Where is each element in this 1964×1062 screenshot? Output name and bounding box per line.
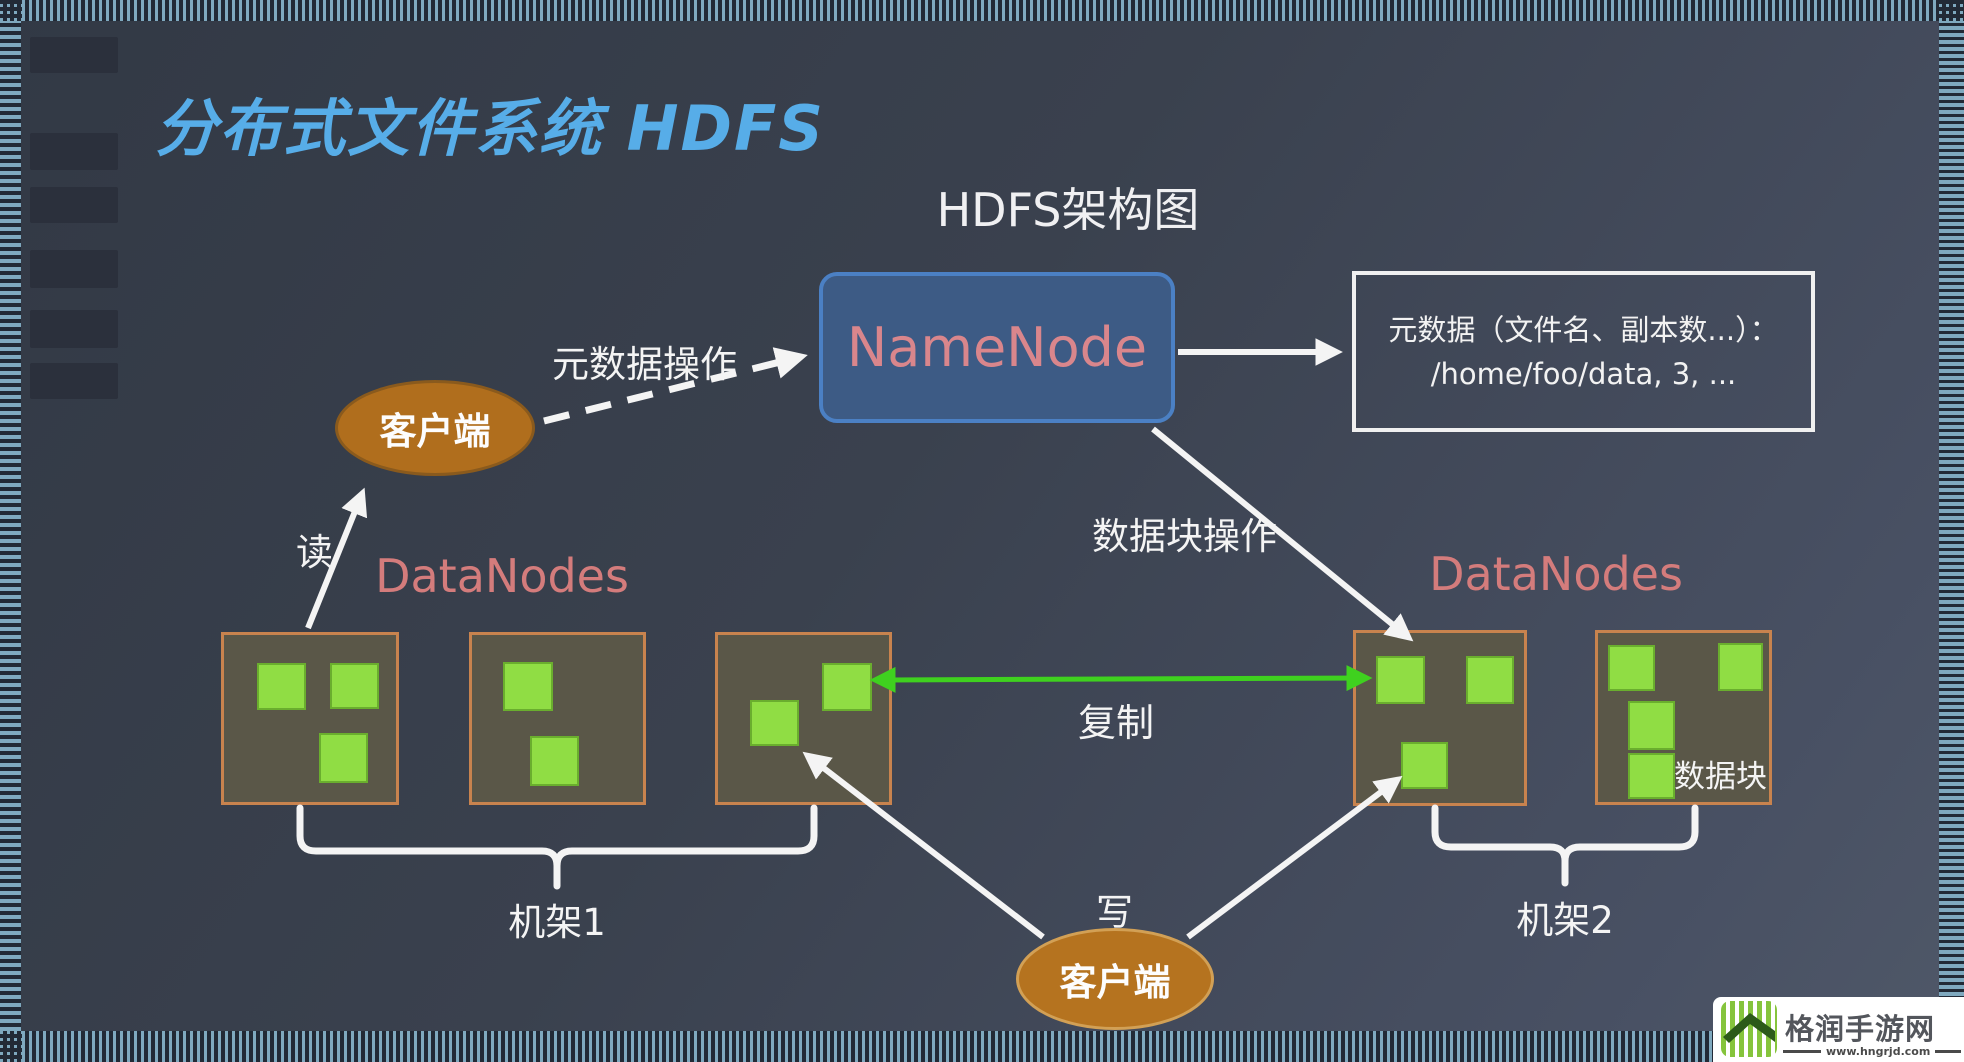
datanodes-label-left: DataNodes bbox=[375, 549, 629, 603]
metadata-ops-label: 元数据操作 bbox=[552, 343, 737, 386]
left-deco-rect bbox=[30, 310, 118, 348]
datanode-box-1 bbox=[221, 632, 399, 805]
namenode-label: NameNode bbox=[846, 316, 1148, 379]
client-bottom-label: 客户端 bbox=[1059, 961, 1171, 1004]
data-block bbox=[1608, 645, 1655, 691]
watermark-badge: 格润手游网 www.hngrjd.com bbox=[1713, 997, 1964, 1062]
datanode-box-2 bbox=[469, 632, 646, 805]
data-block bbox=[1466, 656, 1514, 704]
block-ops-label: 数据块操作 bbox=[1092, 515, 1277, 558]
datanodes-label-right: DataNodes bbox=[1429, 547, 1683, 601]
data-block bbox=[750, 700, 799, 746]
corner-block bbox=[0, 1031, 22, 1062]
left-deco-rect bbox=[30, 133, 118, 170]
client-top-label: 客户端 bbox=[379, 410, 491, 453]
rack1-label: 机架1 bbox=[508, 901, 606, 944]
watermark-logo-icon bbox=[1721, 1001, 1777, 1057]
client-ellipse-bottom: 客户端 bbox=[1016, 928, 1214, 1030]
data-block bbox=[1376, 656, 1425, 704]
watermark-name: 格润手游网 bbox=[1785, 1012, 1936, 1046]
dash-line bbox=[1783, 1050, 1821, 1053]
bottom-border-stripes bbox=[22, 1031, 1964, 1062]
data-block bbox=[319, 733, 368, 783]
watermark-url: www.hngrjd.com bbox=[1826, 1045, 1931, 1058]
top-border-stripes bbox=[22, 0, 1942, 21]
corner-block bbox=[1939, 0, 1964, 21]
data-block bbox=[822, 663, 872, 711]
left-border-stripes bbox=[0, 21, 21, 1031]
datanode-box-4 bbox=[1353, 630, 1527, 806]
data-block bbox=[1628, 701, 1675, 750]
left-deco-rect bbox=[30, 187, 118, 223]
metadata-line1: 元数据（文件名、副本数...）： bbox=[1388, 312, 1779, 347]
metadata-line2: /home/foo/data, 3, ... bbox=[1430, 356, 1737, 391]
data-block bbox=[1718, 643, 1763, 691]
data-block bbox=[530, 736, 579, 786]
diagram-subtitle: HDFS架构图 bbox=[936, 183, 1200, 237]
rack2-brace bbox=[1431, 804, 1699, 887]
write-label: 写 bbox=[1096, 891, 1133, 934]
replicate-arrow bbox=[869, 665, 1373, 693]
replicate-label: 复制 bbox=[1078, 701, 1155, 745]
left-deco-rect bbox=[30, 37, 118, 73]
rack1-brace bbox=[296, 804, 818, 890]
datanode-box-5: 数据块 bbox=[1595, 630, 1772, 805]
data-block-label: 数据块 bbox=[1674, 759, 1767, 795]
right-border-stripes bbox=[1939, 21, 1964, 1031]
data-block bbox=[503, 662, 553, 711]
slide-title: 分布式文件系统 HDFS bbox=[155, 92, 825, 165]
left-deco-rect bbox=[30, 363, 118, 399]
data-block bbox=[1401, 742, 1448, 789]
datanode-box-3 bbox=[715, 632, 892, 805]
metadata-box: 元数据（文件名、副本数...）： /home/foo/data, 3, ... bbox=[1352, 271, 1815, 432]
dash-line bbox=[1935, 1050, 1962, 1053]
watermark-url-row: www.hngrjd.com bbox=[1783, 1045, 1962, 1058]
read-label: 读 bbox=[296, 531, 333, 574]
data-block bbox=[330, 663, 379, 709]
client-ellipse-top: 客户端 bbox=[335, 380, 535, 476]
rack2-label: 机架2 bbox=[1516, 899, 1614, 942]
corner-block bbox=[0, 0, 22, 21]
left-deco-rect bbox=[30, 250, 118, 288]
data-block bbox=[257, 663, 306, 710]
namenode-box: NameNode bbox=[819, 272, 1175, 423]
data-block bbox=[1628, 753, 1675, 799]
